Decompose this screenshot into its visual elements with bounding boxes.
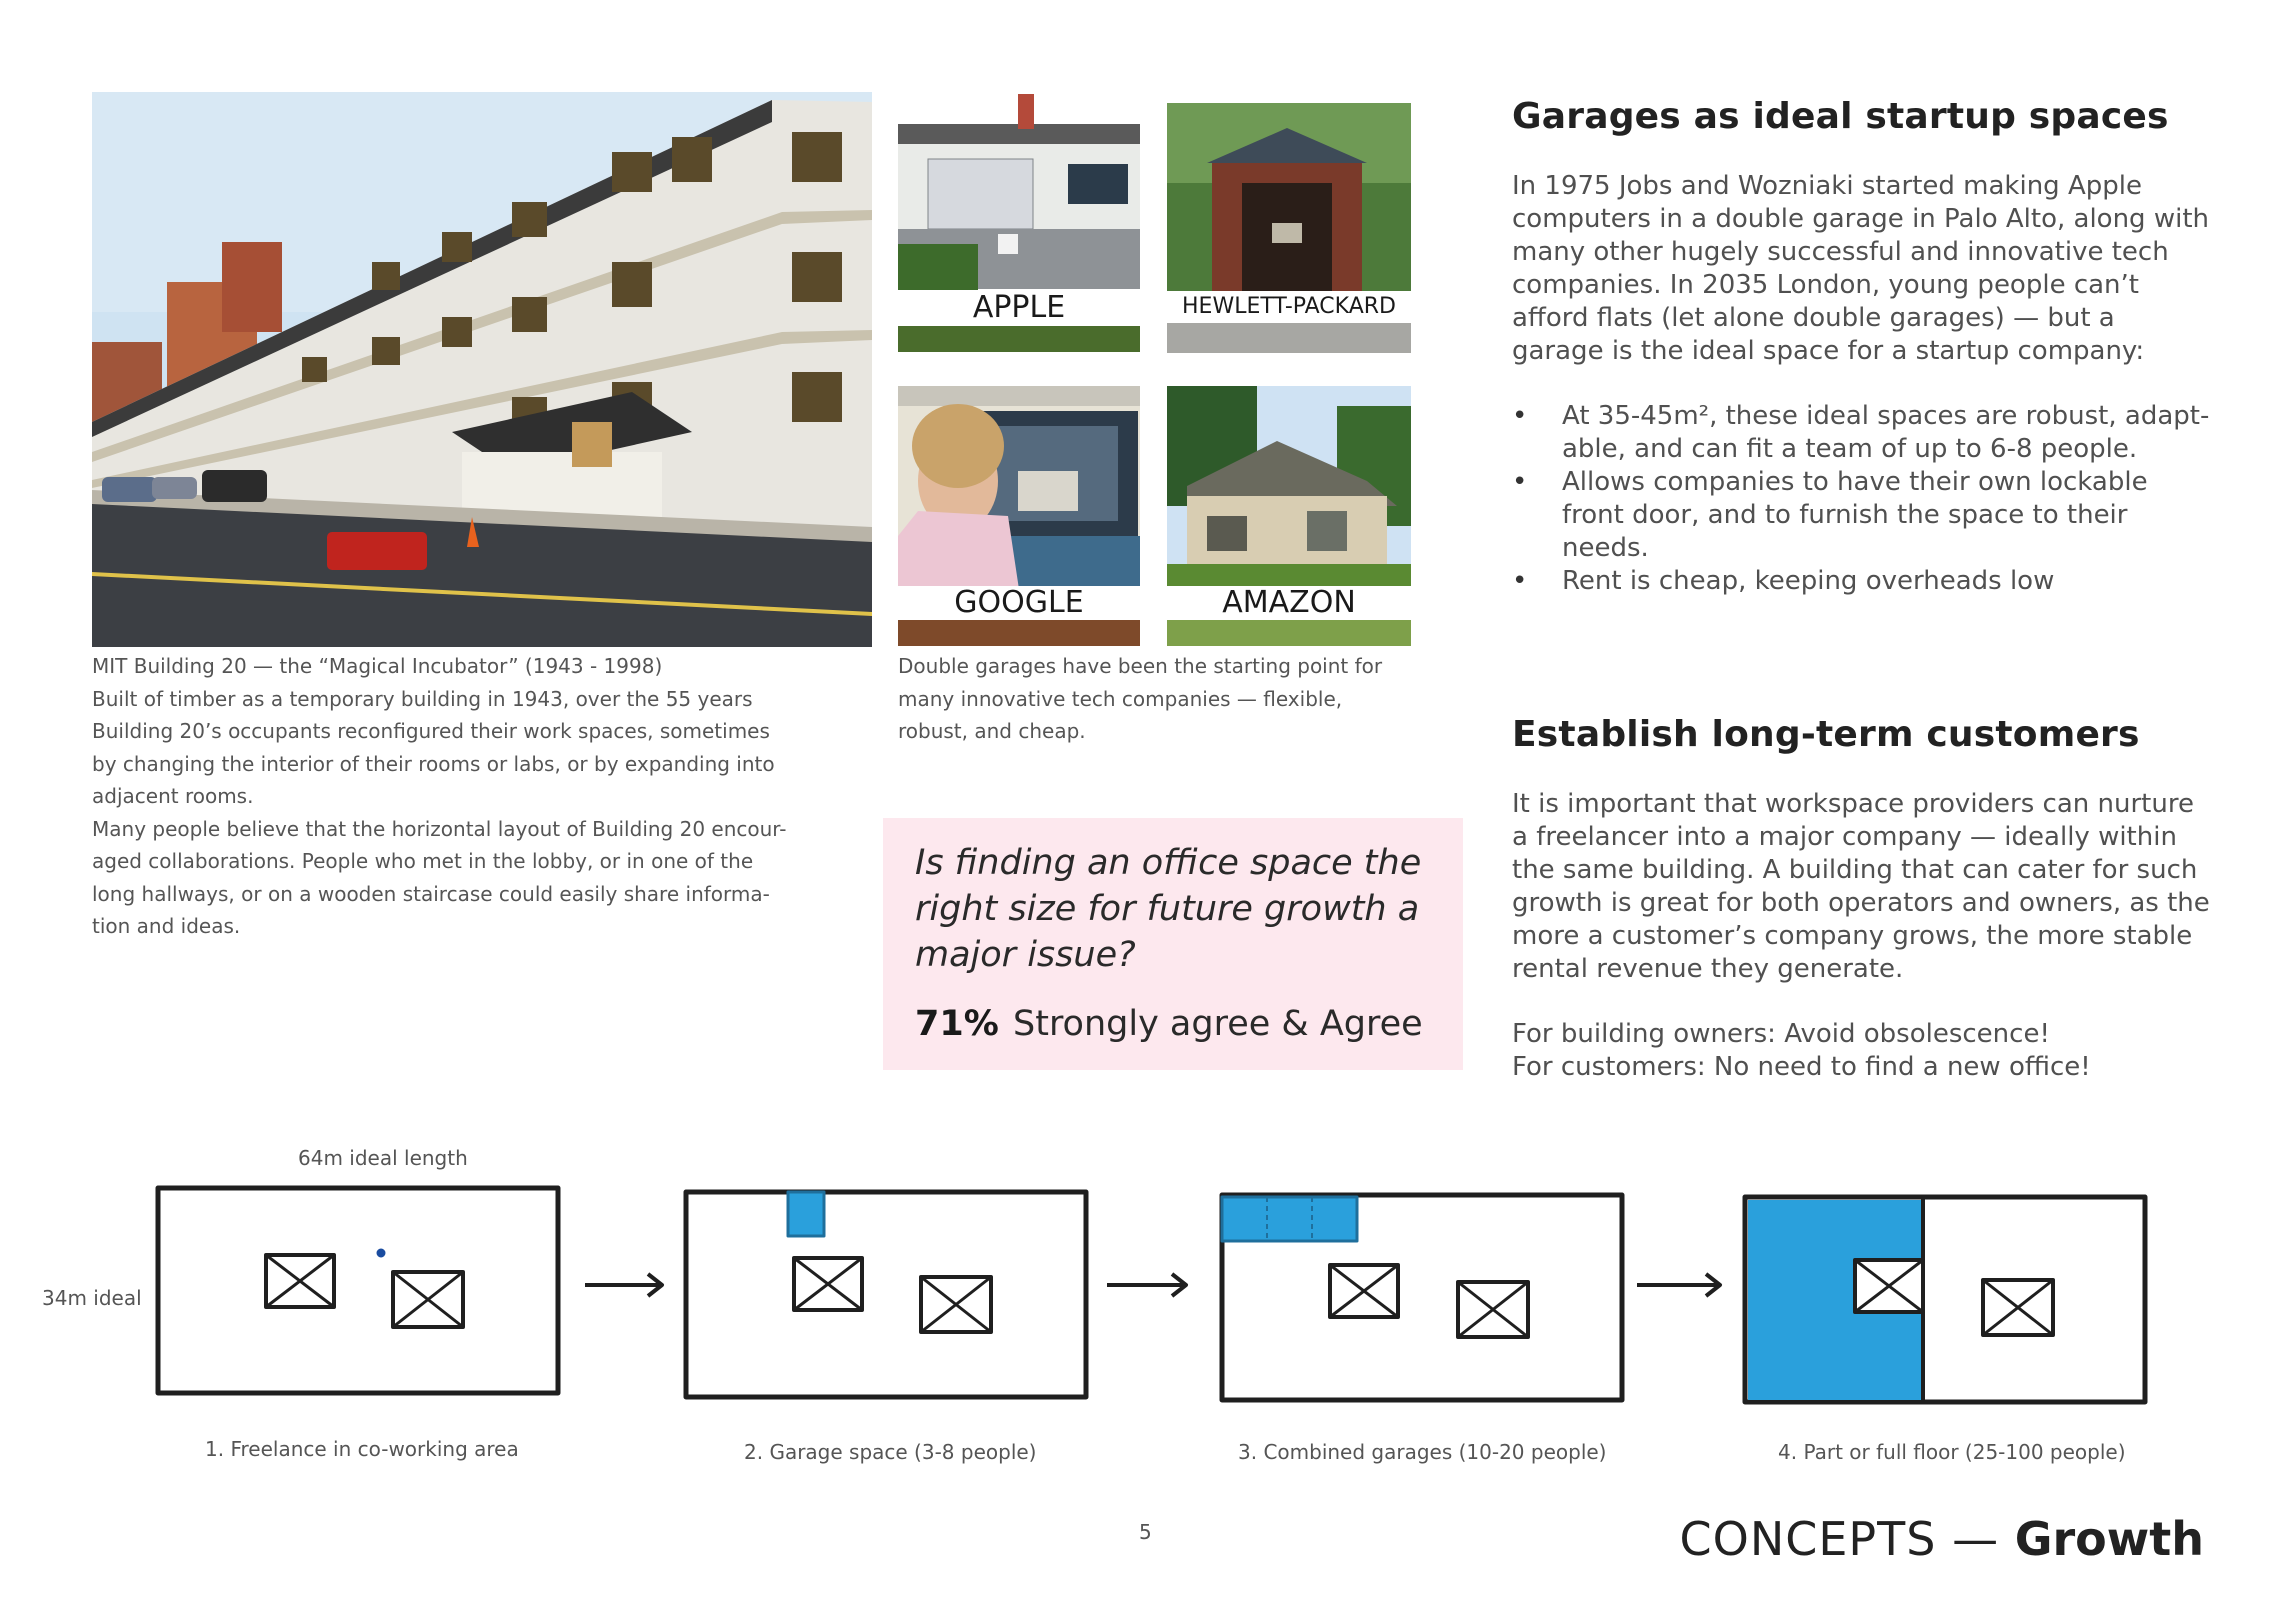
- section2-body: It is important that workspace providers…: [1512, 789, 2210, 984]
- stage3-floorplan: [1219, 1192, 1625, 1403]
- building20-photo: [92, 92, 872, 647]
- page-number: 5: [1139, 1520, 1152, 1544]
- section1-heading: Garages as ideal startup spaces: [1512, 96, 2169, 137]
- bullet-item: At 35-45m², these ideal spaces are robus…: [1512, 400, 2212, 466]
- stage3-label: 3. Combined garages (10-20 people): [1238, 1440, 1607, 1464]
- stage2-floorplan: [683, 1189, 1089, 1400]
- garage-label-hp: HEWLETT-PACKARD: [1167, 291, 1411, 323]
- diagram-length-label: 64m ideal length: [298, 1146, 468, 1170]
- diagram-width-label: 34m ideal: [42, 1286, 142, 1310]
- garage-photo-google: GOOGLE: [898, 386, 1140, 646]
- garage-label-amazon: AMAZON: [1167, 586, 1411, 620]
- arrow-1: [585, 1272, 664, 1298]
- growth-diagram: [155, 1185, 2148, 1405]
- section2-customers-line: For customers: No need to find a new off…: [1512, 1052, 2091, 1082]
- bullet-item: Rent is cheap, keeping overheads low: [1512, 565, 2212, 598]
- section1-bullets: At 35-45m², these ideal spaces are robus…: [1512, 400, 2212, 598]
- arrow-2: [1107, 1272, 1188, 1298]
- arrow-3: [1637, 1272, 1722, 1298]
- footer-title-light: CONCEPTS —: [1679, 1512, 2015, 1566]
- section1-intro: In 1975 Jobs and Wozniaki started making…: [1512, 171, 2209, 366]
- building20-caption: MIT Building 20 — the “Magical Incubator…: [92, 650, 792, 943]
- building20-caption-p1: Built of timber as a temporary building …: [92, 686, 775, 809]
- bullet-item: Allows companies to have their own locka…: [1512, 466, 2212, 565]
- survey-percent: 71%: [915, 1004, 999, 1044]
- footer-title-bold: Growth: [2014, 1512, 2204, 1566]
- garages-caption: Double garages have been the starting po…: [898, 654, 1383, 743]
- survey-question: Is finding an office space the right siz…: [915, 843, 1422, 975]
- garage-photo-amazon: AMAZON: [1167, 386, 1411, 646]
- stage2-label: 2. Garage space (3-8 people): [744, 1440, 1037, 1464]
- stage4-floorplan: [1742, 1194, 2148, 1405]
- survey-box: Is finding an office space the right siz…: [883, 818, 1463, 1070]
- stage1-label: 1. Freelance in co-working area: [205, 1437, 519, 1461]
- section2-heading: Establish long-term customers: [1512, 714, 2140, 755]
- building20-caption-title: MIT Building 20 — the “Magical Incubator…: [92, 654, 663, 678]
- garage-label-apple: APPLE: [898, 290, 1140, 326]
- garage-label-google: GOOGLE: [898, 586, 1140, 620]
- stage4-label: 4. Part or full floor (25-100 people): [1778, 1440, 2126, 1464]
- building20-caption-p2: Many people believe that the horizontal …: [92, 816, 787, 939]
- section2-owners-line: For building owners: Avoid obsolescence!: [1512, 1019, 2050, 1049]
- survey-answer: Strongly agree & Agree: [1013, 1004, 1423, 1044]
- garage-photo-hp: HEWLETT-PACKARD: [1167, 103, 1411, 353]
- footer-title: CONCEPTS — Growth: [1680, 1512, 2204, 1566]
- garage-photo-apple: APPLE: [898, 94, 1140, 352]
- stage1-floorplan: [155, 1185, 561, 1396]
